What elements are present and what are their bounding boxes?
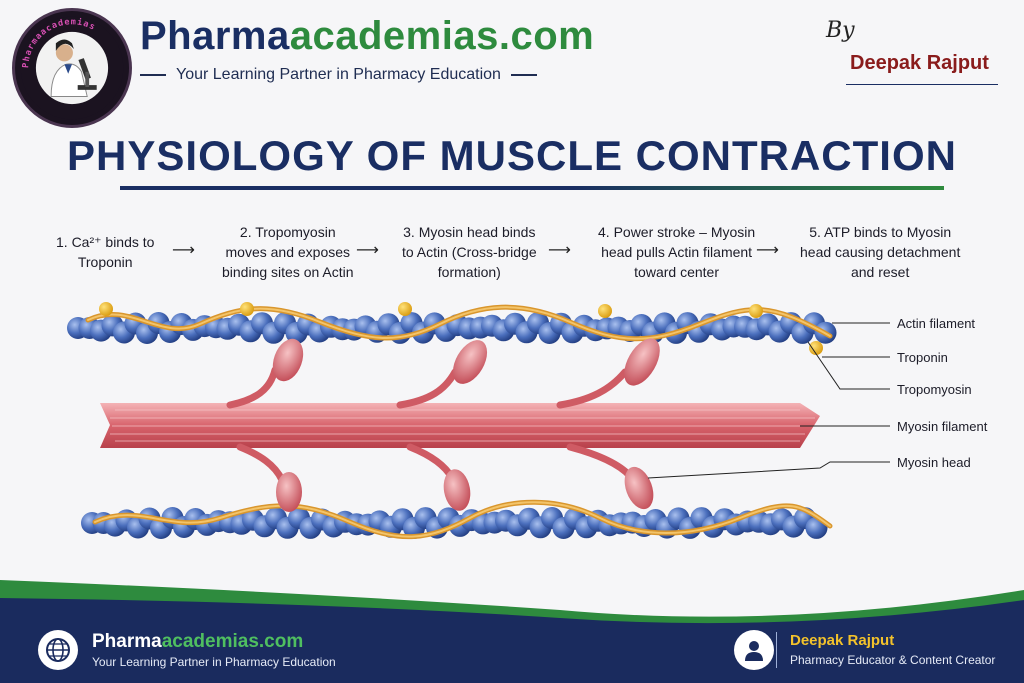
step-3-line-2: to Actin (Cross-bridge — [402, 244, 537, 260]
step-5-line-1: 5. ATP binds to Myosin — [809, 224, 952, 240]
title-underline — [120, 186, 944, 190]
step-arrow-1-icon: ⟶ — [172, 242, 195, 259]
label-actin-filament: Actin filament — [897, 316, 976, 331]
page-title: PHYSIOLOGY OF MUSCLE CONTRACTION — [67, 132, 957, 179]
myosin-head — [443, 469, 471, 511]
footer-brand: Pharmaacademias.com — [92, 631, 303, 653]
troponin-marker — [240, 302, 254, 316]
step-3-line-1: 3. Myosin head binds — [403, 224, 536, 240]
step-2-line-2: moves and exposes — [225, 244, 351, 260]
myosin-head — [272, 338, 304, 382]
footer-person-badge — [734, 630, 774, 670]
step-1: 1. Ca²⁺ binds to Troponin — [56, 232, 154, 272]
troponin-marker — [598, 304, 612, 318]
troponin-marker — [398, 302, 412, 316]
actin-filament-top — [67, 302, 837, 355]
step-1-line-2: Troponin — [77, 254, 133, 270]
footer-globe-badge — [38, 630, 78, 670]
brand-part-academias: academias.com — [289, 14, 595, 58]
step-arrow-4-icon: ⟶ — [756, 242, 779, 259]
footer-author-name: Deepak Rajput — [790, 632, 895, 649]
tagline-dash-right — [510, 74, 537, 76]
step-arrow-3-icon: ⟶ — [548, 242, 571, 259]
author-name: Deepak Rajput — [850, 52, 989, 74]
brand-title: Pharmaacademias.com — [140, 14, 594, 59]
myosin-heads-upper — [226, 338, 660, 409]
step-5-line-3: and reset — [850, 264, 910, 280]
label-myosin-filament: Myosin filament — [897, 419, 988, 434]
footer-brand-pharma: Pharma — [92, 631, 162, 652]
step-5: 5. ATP binds to Myosin head causing deta… — [800, 222, 960, 282]
step-4: 4. Power stroke – Myosin head pulls Acti… — [598, 222, 755, 282]
tagline-text: Your Learning Partner in Pharmacy Educat… — [176, 66, 501, 83]
globe-icon — [46, 638, 70, 662]
myosin-heads-lower — [236, 443, 654, 512]
step-4-line-2: head pulls Actin filament — [601, 244, 753, 260]
footer-brand-academias: academias.com — [161, 631, 304, 652]
myosin-head — [624, 466, 654, 510]
logo-badge: Pharmaacademias — [12, 8, 132, 128]
footer-author-role: Pharmacy Educator & Content Creator — [790, 653, 996, 667]
troponin-marker — [809, 341, 823, 355]
myosin-filament — [100, 403, 820, 448]
tagline: Your Learning Partner in Pharmacy Educat… — [140, 66, 537, 84]
actin-filament-bottom — [81, 499, 833, 540]
person-icon — [745, 641, 763, 661]
step-2: 2. Tropomyosin moves and exposes binding… — [222, 222, 354, 282]
label-troponin: Troponin — [897, 350, 948, 365]
brand-part-pharma: Pharma — [140, 14, 290, 58]
troponin-marker — [99, 302, 113, 316]
troponin-marker — [749, 304, 763, 318]
footer-tagline: Your Learning Partner in Pharmacy Educat… — [92, 655, 336, 669]
myosin-head — [624, 338, 660, 386]
step-arrow-2-icon: ⟶ — [356, 242, 379, 259]
label-myosin-head: Myosin head — [897, 455, 971, 470]
step-4-line-3: toward center — [634, 264, 719, 280]
label-tropomyosin: Tropomyosin — [897, 382, 972, 397]
by-label: By — [826, 18, 855, 43]
footer-separator — [776, 632, 777, 668]
myosin-head — [276, 472, 302, 512]
step-3: 3. Myosin head binds to Actin (Cross-bri… — [402, 222, 537, 282]
step-3-line-3: formation) — [437, 264, 501, 280]
tagline-dash-left — [140, 74, 166, 76]
step-2-line-1: 2. Tropomyosin — [239, 224, 336, 240]
scientist-logo-icon: Pharmaacademias — [20, 17, 124, 120]
author-underline — [846, 84, 998, 85]
label-leader-lines — [647, 322, 890, 479]
myosin-head — [452, 340, 488, 384]
step-2-line-3: binding sites on Actin — [222, 264, 354, 280]
step-5-line-2: head causing detachment — [800, 244, 961, 260]
sarcomere-diagram — [67, 302, 890, 540]
step-1-line-1: 1. Ca²⁺ binds to — [56, 234, 155, 250]
step-4-line-1: 4. Power stroke – Myosin — [598, 224, 756, 240]
